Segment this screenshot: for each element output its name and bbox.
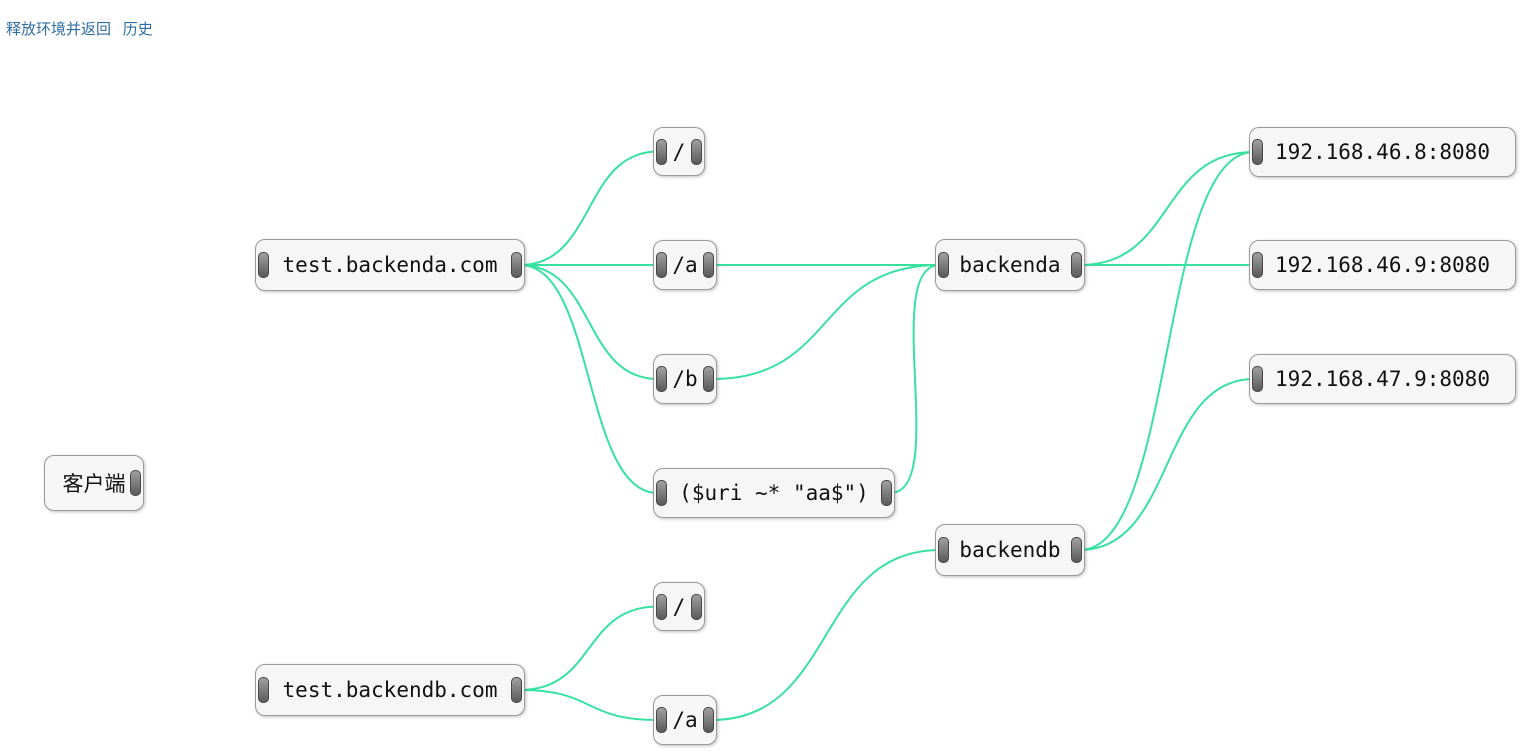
edge-upstream-backendb-to-server-46-8 xyxy=(1079,151,1255,551)
edge-host-backenda-to-loc-b-a xyxy=(519,264,659,380)
node-label-server-47-9: 192.168.47.9:8080 xyxy=(1275,367,1490,391)
right-endpoint-handle[interactable] xyxy=(691,593,702,620)
left-endpoint-handle[interactable] xyxy=(1252,139,1263,165)
right-endpoint-handle[interactable] xyxy=(703,707,714,733)
right-endpoint-handle[interactable] xyxy=(511,252,522,278)
edge-host-backendb-to-loc-a-b xyxy=(519,689,659,721)
toolbar: 释放环境并返回 历史 xyxy=(6,18,160,39)
left-endpoint-handle[interactable] xyxy=(656,252,667,278)
right-endpoint-handle[interactable] xyxy=(1071,537,1082,563)
node-label-upstream-backenda: backenda xyxy=(959,253,1061,277)
left-endpoint-handle[interactable] xyxy=(656,366,667,392)
node-upstream-backenda[interactable]: backenda xyxy=(935,239,1085,291)
left-endpoint-handle[interactable] xyxy=(656,138,667,165)
right-endpoint-handle[interactable] xyxy=(130,470,141,496)
left-endpoint-handle[interactable] xyxy=(1252,252,1263,278)
left-endpoint-handle[interactable] xyxy=(656,593,667,620)
node-upstream-backendb[interactable]: backendb xyxy=(935,524,1085,576)
right-endpoint-handle[interactable] xyxy=(881,480,892,506)
node-label-server-46-9: 192.168.46.9:8080 xyxy=(1275,253,1490,277)
node-label-host-backenda: test.backenda.com xyxy=(282,253,498,277)
left-endpoint-handle[interactable] xyxy=(938,537,949,563)
left-endpoint-handle[interactable] xyxy=(938,252,949,278)
node-loc-regex-a[interactable]: ($uri ~* "aa$") xyxy=(653,468,895,518)
left-endpoint-handle[interactable] xyxy=(656,707,667,733)
node-label-client: 客户端 xyxy=(62,472,126,496)
edge-loc-b-a-to-upstream-backenda xyxy=(711,264,941,380)
node-server-46-9[interactable]: 192.168.46.9:8080 xyxy=(1249,240,1516,290)
node-label-loc-regex-a: ($uri ~* "aa$") xyxy=(679,481,869,505)
right-endpoint-handle[interactable] xyxy=(691,138,702,165)
node-label-host-backendb: test.backendb.com xyxy=(282,678,498,702)
edge-loc-regex-a-to-upstream-backenda xyxy=(889,264,941,494)
left-endpoint-handle[interactable] xyxy=(1252,366,1263,392)
left-endpoint-handle[interactable] xyxy=(258,252,269,278)
right-endpoint-handle[interactable] xyxy=(703,366,714,392)
history-link[interactable]: 历史 xyxy=(122,20,153,38)
node-loc-b-a[interactable]: /b xyxy=(653,354,717,404)
node-host-backendb[interactable]: test.backendb.com xyxy=(255,664,525,716)
node-loc-a-a[interactable]: /a xyxy=(653,240,717,290)
node-label-server-46-8: 192.168.46.8:8080 xyxy=(1275,140,1490,164)
right-endpoint-handle[interactable] xyxy=(1071,252,1082,278)
node-server-46-8[interactable]: 192.168.46.8:8080 xyxy=(1249,127,1516,177)
node-host-backenda[interactable]: test.backenda.com xyxy=(255,239,525,291)
node-loc-root-b[interactable]: / xyxy=(653,582,705,631)
left-endpoint-handle[interactable] xyxy=(258,677,269,703)
node-client[interactable]: 客户端 xyxy=(44,455,144,511)
edge-host-backenda-to-loc-regex-a xyxy=(519,264,659,494)
edge-host-backendb-to-loc-root-b xyxy=(519,605,659,691)
edge-upstream-backendb-to-server-47-9 xyxy=(1079,378,1255,551)
node-loc-root-a[interactable]: / xyxy=(653,127,705,176)
right-endpoint-handle[interactable] xyxy=(511,677,522,703)
edge-loc-a-b-to-upstream-backendb xyxy=(711,549,941,721)
right-endpoint-handle[interactable] xyxy=(703,252,714,278)
left-endpoint-handle[interactable] xyxy=(656,480,667,506)
node-server-47-9[interactable]: 192.168.47.9:8080 xyxy=(1249,354,1516,404)
release-env-and-return-link[interactable]: 释放环境并返回 xyxy=(6,20,112,38)
node-loc-a-b[interactable]: /a xyxy=(653,695,717,745)
edge-host-backenda-to-loc-root-a xyxy=(519,150,659,266)
node-label-upstream-backendb: backendb xyxy=(959,538,1061,562)
edge-upstream-backenda-to-server-46-8 xyxy=(1079,151,1255,266)
